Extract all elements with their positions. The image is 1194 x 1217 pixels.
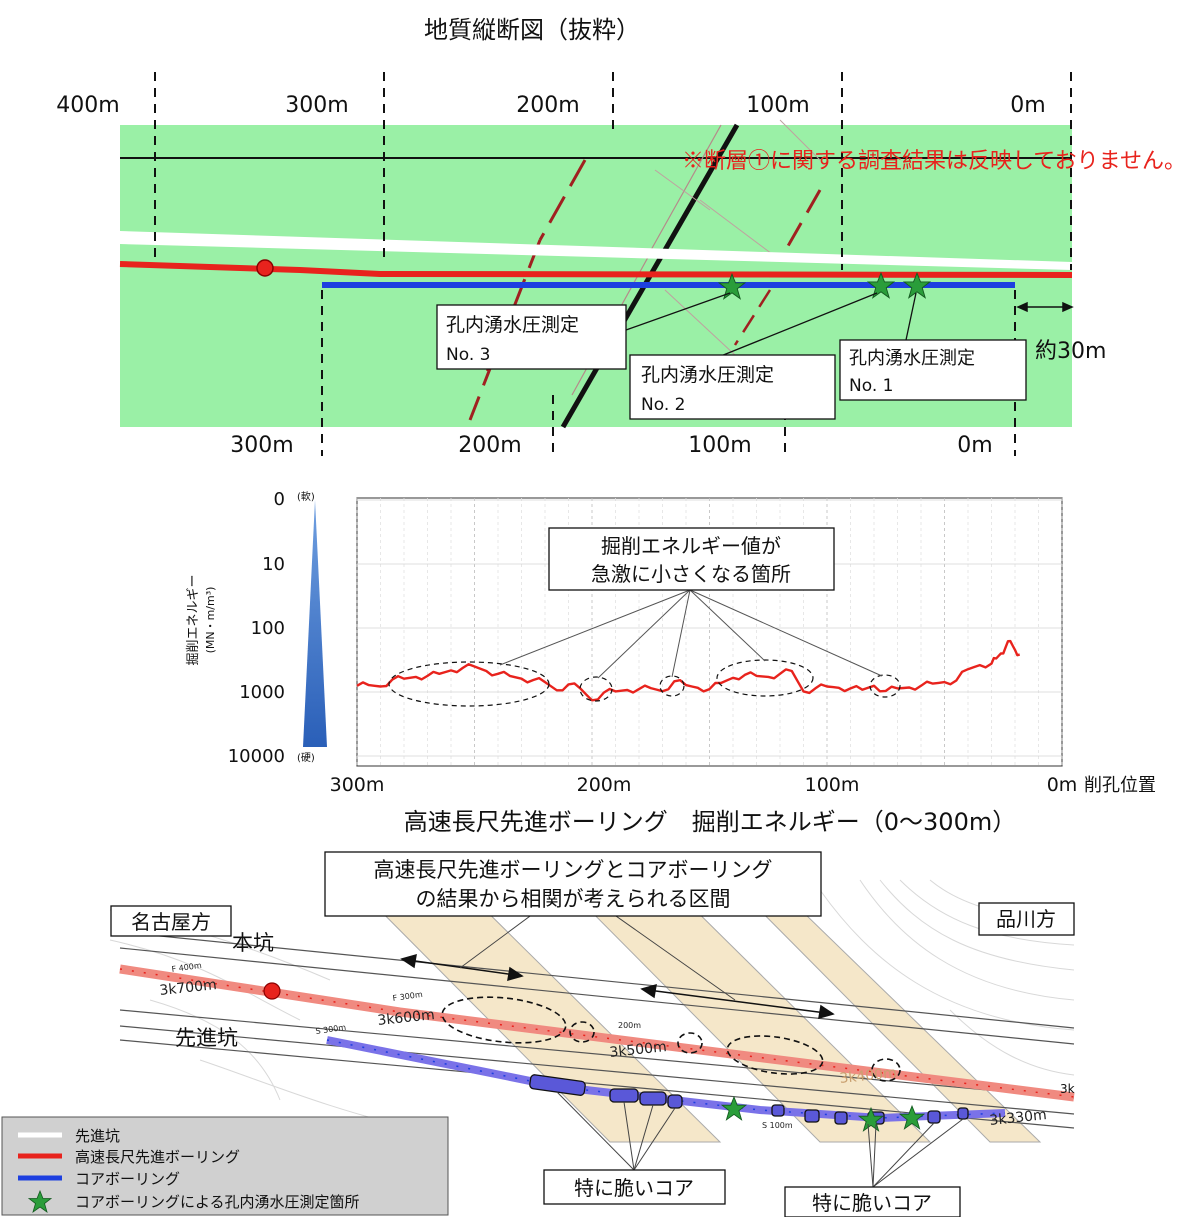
legend-label: コアボーリング (75, 1170, 180, 1188)
callout-number: No. 2 (641, 395, 685, 415)
callout-title: 孔内湧水圧測定 (641, 364, 774, 386)
boring-start-marker (256, 259, 274, 277)
bottom-tick-label: 200m (458, 433, 521, 458)
y-tick-label: 10 (262, 554, 285, 575)
callout-no2: 孔内湧水圧測定 No. 2 (629, 354, 836, 420)
x-tick-label: 0m (1047, 774, 1078, 796)
tunnel-outlines (119, 931, 1075, 1129)
plan-mark: F 400m (171, 961, 202, 974)
bottom-tick-label: 100m (688, 433, 751, 458)
x-tick-label: 300m (330, 774, 385, 796)
callout-no3: 孔内湧水圧測定 No. 3 (436, 304, 627, 370)
shinagawa-box: 品川方 (978, 902, 1075, 936)
distance-arrow (1016, 301, 1074, 313)
brittle-label: 特に脆いコア (812, 1191, 932, 1215)
y-axis-unit: (MN・m/m³) (204, 587, 217, 654)
energy-callout-line2: 急激に小さくなる箇所 (591, 562, 791, 586)
x-tick-label: 200m (577, 774, 632, 796)
callout-number: No. 3 (446, 345, 490, 365)
station-label: 3k330m (989, 1107, 1048, 1129)
low-energy-ellipses (388, 659, 901, 707)
hardness-wedge (303, 500, 327, 747)
brittle-callout-1: 特に脆いコア (543, 1169, 726, 1205)
profile-top-ticks: 400m 300m 200m 100m 0m (56, 93, 1045, 118)
legend-item: コアボーリングによる孔内湧水圧測定箇所 (28, 1190, 360, 1213)
callout-no1: 孔内湧水圧測定 No. 1 (839, 339, 1027, 401)
callout-title: 孔内湧水圧測定 (849, 348, 975, 369)
brittle-callout-2: 特に脆いコア (784, 1186, 961, 1217)
plan-boring-line (119, 964, 1075, 1102)
plan-callout-line1: 高速長尺先進ボーリングとコアボーリング (374, 858, 773, 882)
plan-mark: F 300m (392, 990, 423, 1003)
legend-label: 先進坑 (75, 1127, 120, 1145)
top-tick-label: 200m (516, 93, 579, 118)
x-axis-label: 削孔位置 (1084, 775, 1156, 796)
bottom-tick-label: 0m (957, 433, 992, 458)
energy-callout: 掘削エネルギー値が 急激に小さくなる箇所 (548, 527, 835, 591)
plan-mark-end: 3k (1060, 1082, 1075, 1096)
y-tick-label: 100 (251, 618, 285, 639)
correlation-arrows (400, 953, 835, 1020)
bottom-tick-label: 300m (230, 433, 293, 458)
legend-item: 高速長尺先進ボーリング (18, 1148, 240, 1166)
callout-number: No. 1 (849, 376, 893, 396)
station-label: 3k700m (159, 977, 218, 999)
legend-label: コアボーリングによる孔内湧水圧測定箇所 (75, 1193, 360, 1211)
plan-boring-marker (263, 982, 281, 1000)
y-axis-label: 掘削エネルギー (186, 574, 201, 665)
y-tick-label: 0 (274, 489, 285, 510)
distance-label: 約30m (1035, 339, 1106, 364)
station-label: 3k600m (377, 1007, 436, 1029)
energy-callout-leaders (499, 589, 883, 679)
soft-label: (軟) (297, 490, 315, 503)
plan-mark: 200m (618, 1021, 641, 1030)
y-tick-label: 1000 (239, 682, 285, 703)
top-tick-label: 100m (746, 93, 809, 118)
legend-item: 先進坑 (18, 1127, 120, 1145)
main-tunnel-label: 本坑 (232, 931, 274, 955)
energy-y-axis: 0 10 100 1000 10000 (軟) (硬) 掘削エネルギー (MN・… (186, 489, 327, 767)
top-tick-label: 0m (1010, 93, 1045, 118)
shinagawa-label: 品川方 (996, 907, 1056, 931)
plan-callout-line2: の結果から相関が考えられる区間 (416, 887, 731, 911)
high-speed-boring-line (119, 261, 1073, 278)
top-tick-label: 400m (56, 93, 119, 118)
energy-callout-line1: 掘削エネルギー値が (601, 534, 781, 558)
x-tick-label: 100m (805, 774, 860, 796)
callout-leaders (625, 292, 917, 363)
energy-grid (356, 498, 1063, 766)
energy-chart-caption: 高速長尺先進ボーリング 掘削エネルギー（0～300m） (404, 808, 1016, 836)
callout-title: 孔内湧水圧測定 (446, 314, 579, 336)
nagoya-box: 名古屋方 (110, 905, 232, 937)
legend-label: 高速長尺先進ボーリング (75, 1148, 240, 1166)
station-label: 3k500m (609, 1039, 668, 1061)
station-label: 3k400m (839, 1065, 898, 1087)
not-reflected-note: ※断層①に関する調査結果は反映しておりません。 (682, 149, 1186, 174)
plan-callout: 高速長尺先進ボーリングとコアボーリング の結果から相関が考えられる区間 (324, 851, 822, 917)
top-tick-label: 300m (285, 93, 348, 118)
section-title: 地質縦断図（抜粋） (424, 16, 640, 44)
legend-item: コアボーリング (18, 1170, 180, 1188)
brittle-leaders (556, 1091, 964, 1188)
energy-line-series (356, 639, 1020, 702)
pilot-tunnel-label: 先進坑 (175, 1026, 238, 1050)
brittle-label: 特に脆いコア (574, 1176, 694, 1200)
profile-bottom-ticks: 300m 200m 100m 0m (230, 433, 992, 458)
energy-series-line (356, 639, 1020, 702)
pilot-tunnel-band (120, 231, 1072, 270)
legend: 先進坑 高速長尺先進ボーリング コアボーリング コアボーリングによる孔内湧水圧測… (1, 1116, 449, 1216)
hard-label: (硬) (297, 752, 315, 764)
nagoya-label: 名古屋方 (131, 910, 211, 934)
y-tick-label: 10000 (228, 746, 285, 767)
plan-mark: S 100m (762, 1121, 793, 1130)
plan-mark: S 300m (315, 1023, 347, 1036)
